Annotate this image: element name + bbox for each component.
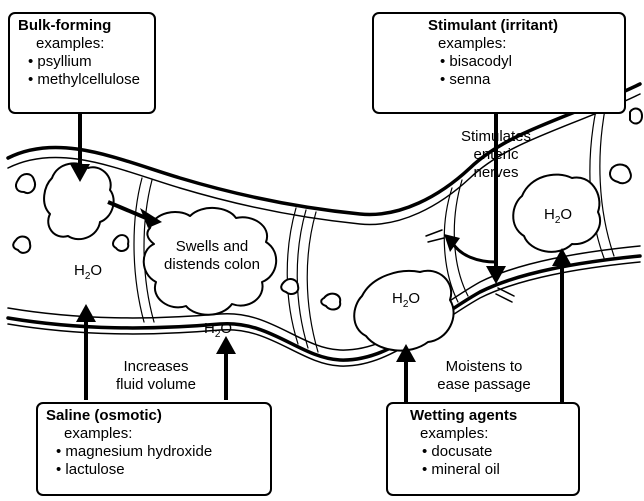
fecal-fragment xyxy=(16,174,35,193)
moistens-label: Moistens to ease passage xyxy=(424,358,544,394)
increases-label: Increases fluid volume xyxy=(96,358,216,394)
stimulant-item: • senna xyxy=(382,71,616,89)
water-label-bulk: H2O xyxy=(74,262,102,280)
fecal-fragment xyxy=(113,235,128,251)
wetting-agents-box: Wetting agents examples: • docusate • mi… xyxy=(386,402,580,496)
fecal-fragment xyxy=(321,294,340,310)
stimulant-subtitle: examples: xyxy=(382,35,616,53)
stimulant-title: Stimulant (irritant) xyxy=(382,17,616,35)
fecal-fragment xyxy=(610,165,631,184)
enteric-curve-arrow xyxy=(452,242,496,262)
wetting-agents-item: • docusate xyxy=(396,443,570,461)
wetting-agents-subtitle: examples: xyxy=(396,425,570,443)
saline-title: Saline (osmotic) xyxy=(46,407,262,425)
wetting-agents-item: • mineral oil xyxy=(396,461,570,479)
water-label-saline: H2O xyxy=(204,320,232,338)
bulk-forming-item: • methylcellulose xyxy=(18,71,146,89)
saline-box: Saline (osmotic) examples: • magnesium h… xyxy=(36,402,272,496)
swell-arrow xyxy=(108,202,146,218)
fecal-fragment xyxy=(281,279,298,294)
stimulates-label: Stimulates enteric nerves xyxy=(444,128,548,182)
bulk-forming-item: • psyllium xyxy=(18,53,146,71)
colon-lower-wall xyxy=(8,256,640,360)
water-label-wetting: H2O xyxy=(392,290,420,308)
bulk-forming-box: Bulk-forming examples: • psyllium • meth… xyxy=(8,12,156,114)
saline-item: • magnesium hydroxide xyxy=(46,443,262,461)
fecal-fragment xyxy=(13,237,30,253)
fecal-mass-wetting xyxy=(354,271,453,351)
bulk-forming-subtitle: examples: xyxy=(18,35,146,53)
stimulant-item: • bisacodyl xyxy=(382,53,616,71)
swells-label: Swells and distends colon xyxy=(152,238,272,274)
stimulant-box: Stimulant (irritant) examples: • bisacod… xyxy=(372,12,626,114)
saline-item: • lactulose xyxy=(46,461,262,479)
bulk-forming-title: Bulk-forming xyxy=(18,17,146,35)
fecal-fragment xyxy=(630,109,642,124)
saline-subtitle: examples: xyxy=(46,425,262,443)
water-label-stimulant: H2O xyxy=(544,206,572,224)
wetting-agents-title: Wetting agents xyxy=(396,407,570,425)
